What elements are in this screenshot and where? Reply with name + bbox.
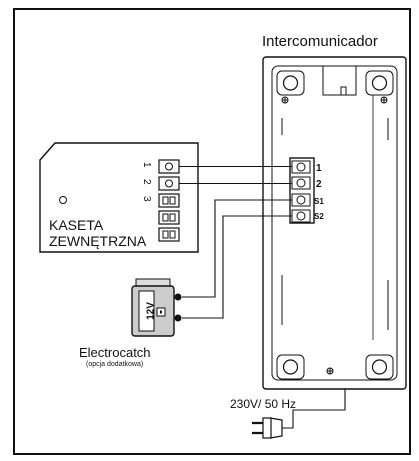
power-label: 230V/ 50 Hz — [230, 397, 297, 411]
panel-terminal-block — [158, 159, 180, 242]
panel-label-line1: KASETA — [49, 217, 104, 233]
intercom-terminal-s2: S2 — [314, 212, 324, 221]
electrocatch-voltage: 12V — [146, 302, 157, 320]
diagram-border — [13, 8, 411, 455]
electrocatch-label: Electrocatch — [79, 345, 151, 360]
panel-label-line2: ZEWNĘTRZNA — [49, 233, 147, 249]
panel-led — [59, 196, 67, 204]
electrocatch-terminal-1 — [174, 293, 182, 301]
intercom-title: Intercomunicador — [262, 33, 378, 50]
intercom-terminal-2: 2 — [316, 179, 322, 190]
wires — [179, 165, 346, 429]
panel-terminal-1: 1 — [141, 162, 152, 168]
electrocatch-terminal-2 — [174, 314, 182, 322]
power-plug — [252, 417, 283, 439]
wire-s1 — [182, 199, 292, 298]
wire-s2 — [182, 215, 292, 319]
panel-terminal-3: 3 — [141, 196, 152, 202]
wire-power — [282, 389, 346, 429]
electrocatch-sublabel: (opcja dodatkowa) — [86, 361, 144, 368]
panel-terminal-2: 2 — [141, 179, 152, 185]
intercom-terminal-block — [289, 157, 315, 224]
intercom-terminal-s1: S1 — [314, 197, 324, 206]
electrocatch-device — [131, 278, 175, 337]
intercom-unit — [262, 56, 407, 390]
intercom-terminal-1: 1 — [316, 163, 322, 174]
